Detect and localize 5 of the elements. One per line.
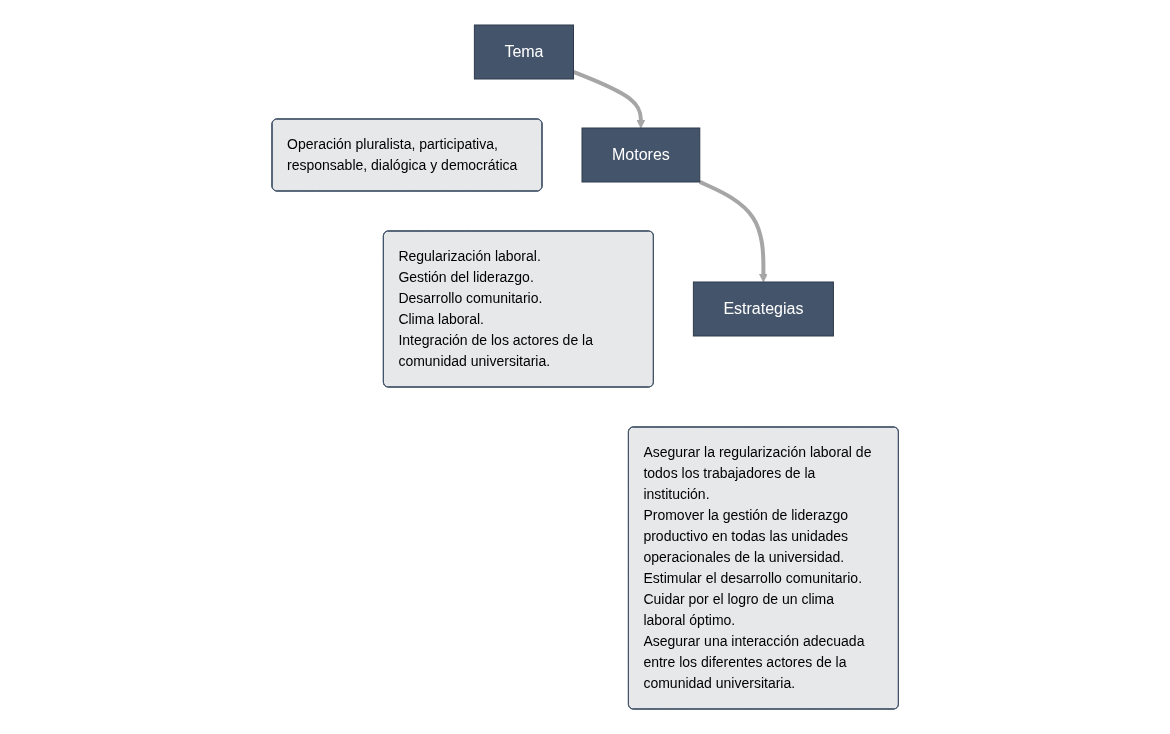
node-box: Motores [581, 127, 701, 183]
arrow [698, 180, 768, 283]
arrow [572, 70, 646, 129]
node-box: Tema [473, 24, 574, 80]
node-box: Estrategias [692, 281, 834, 337]
